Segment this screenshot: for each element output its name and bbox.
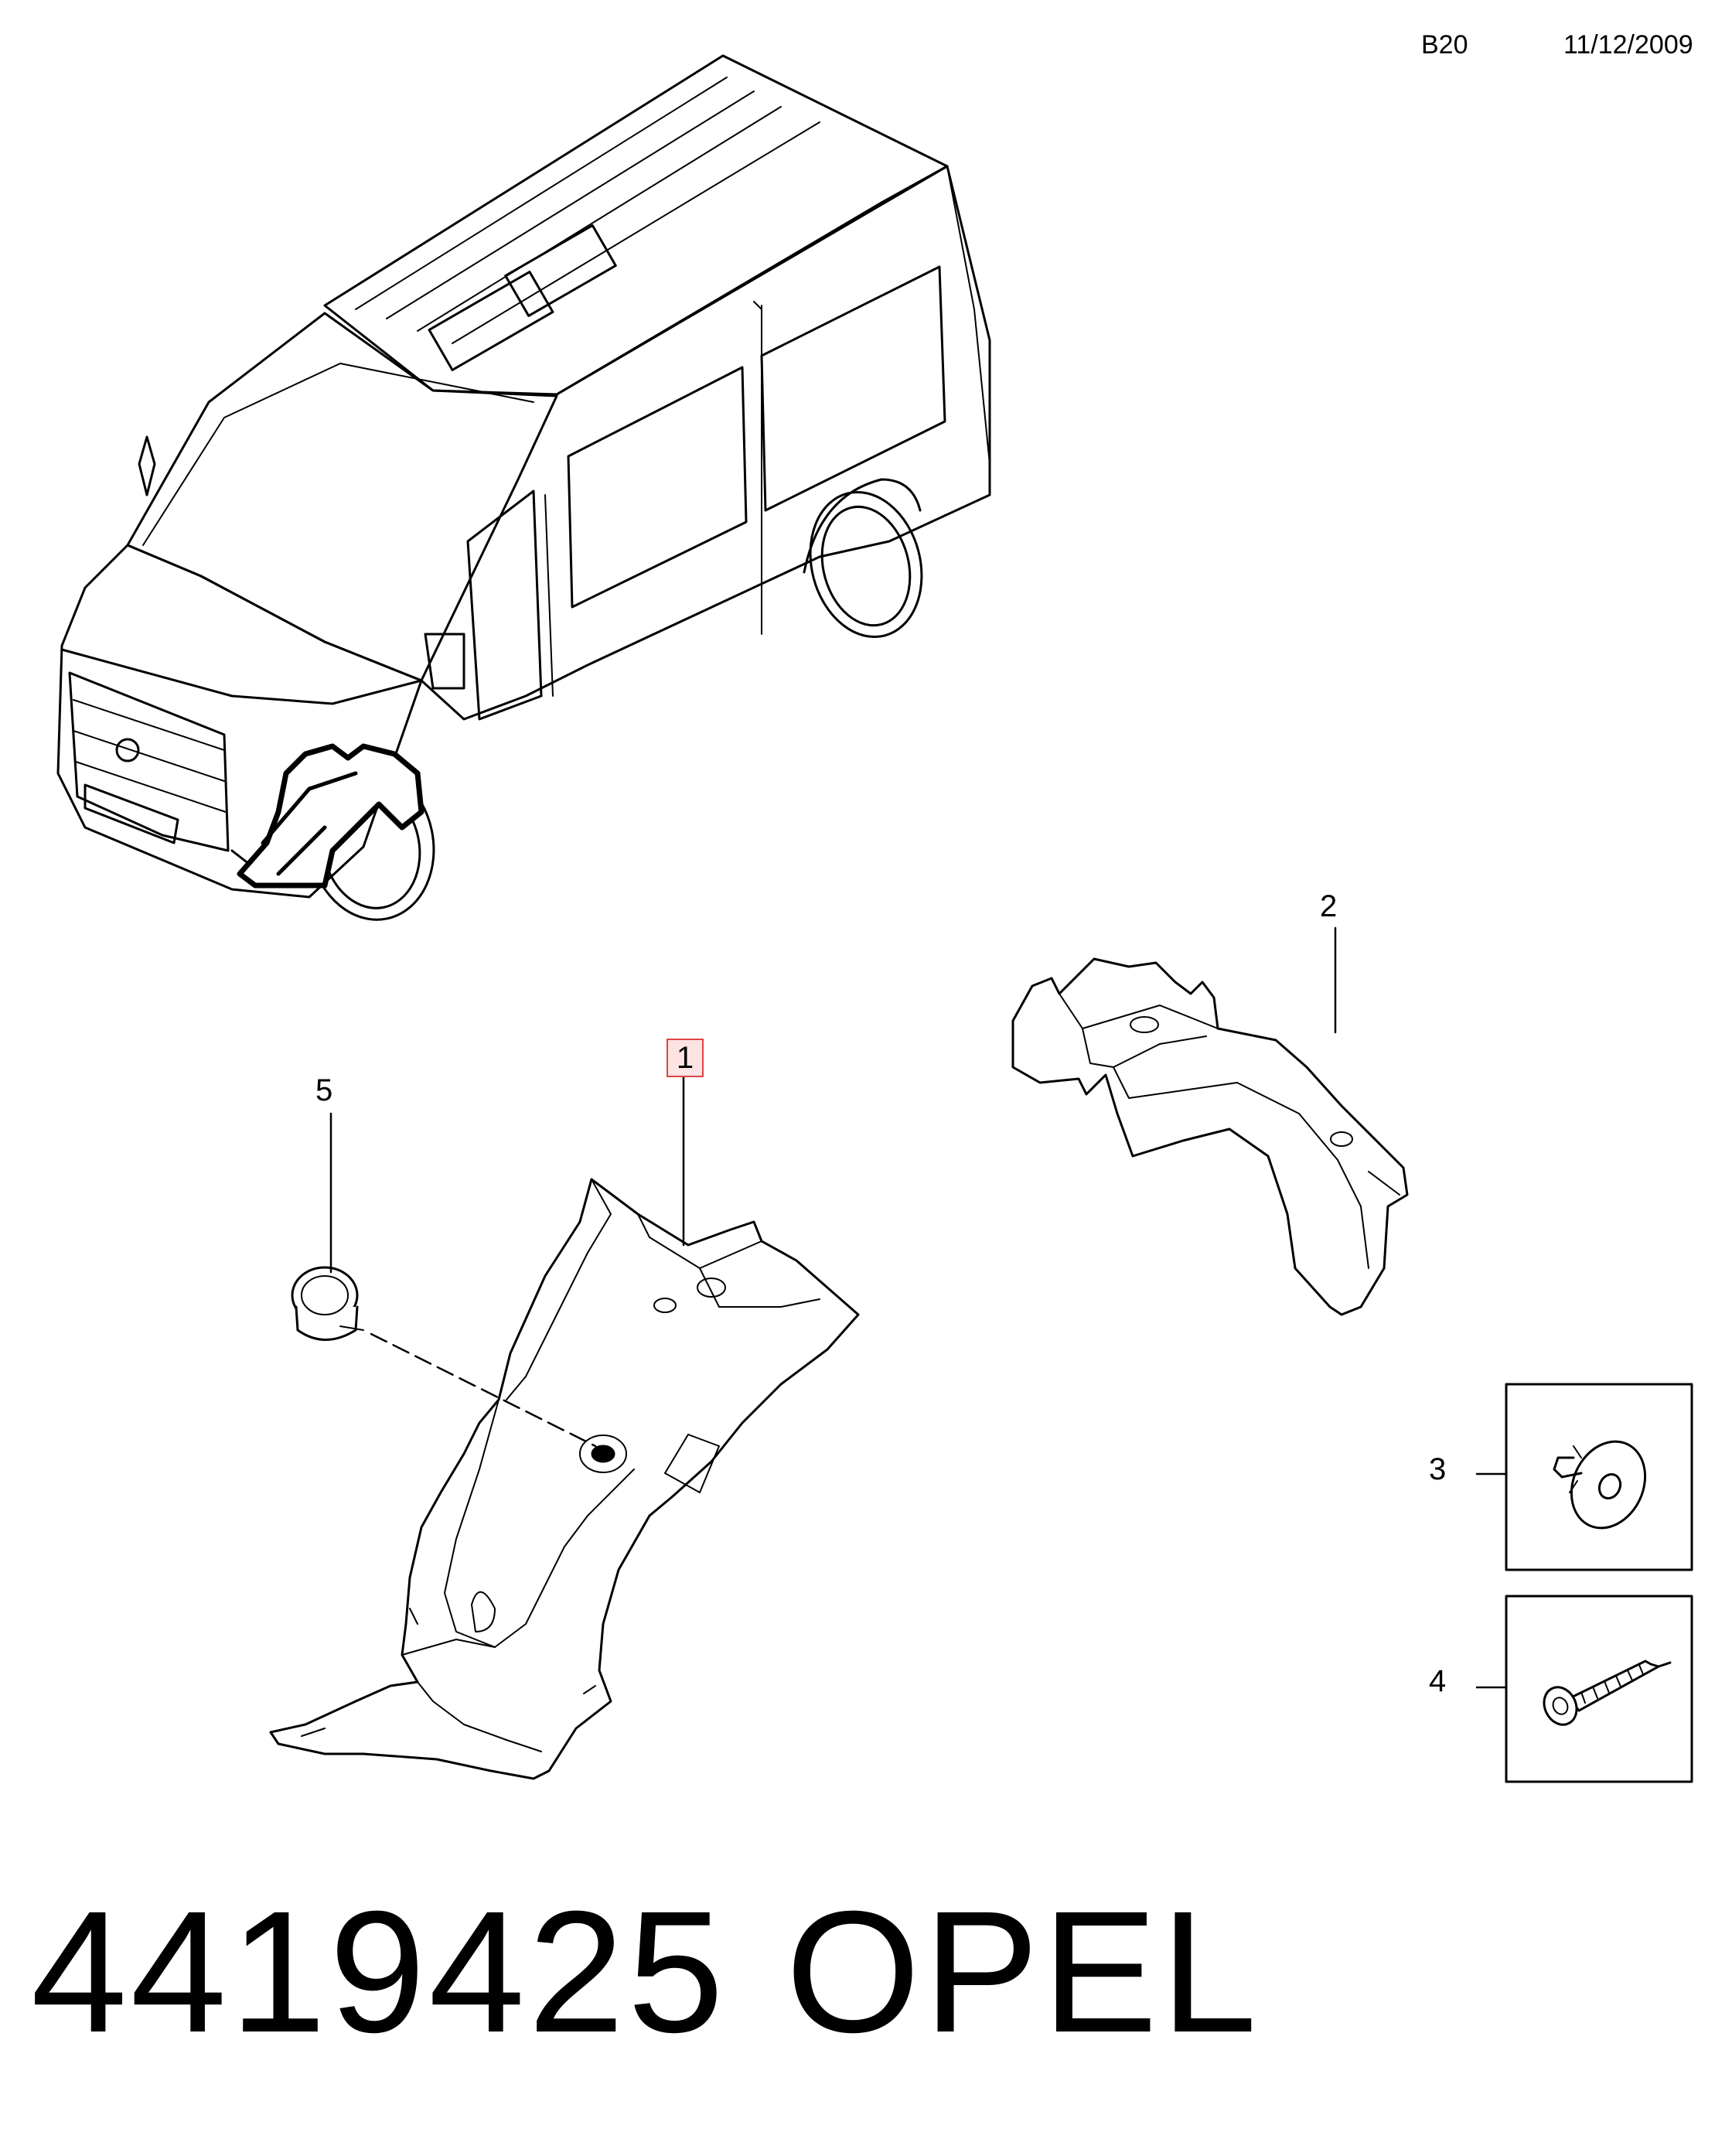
callout-1[interactable]: 1 [667,1039,704,1077]
part-5-illustration [291,1266,364,1341]
leader-lines [329,926,1508,1689]
part-4-box [1505,1595,1693,1783]
dashed-assembly-line [370,1332,597,1448]
callout-5[interactable]: 5 [315,1073,333,1107]
callout-4[interactable]: 4 [1429,1664,1447,1698]
part-1-illustration [269,1178,860,1780]
callout-3[interactable]: 3 [1429,1452,1447,1486]
diagram-date: 11/12/2009 [1563,30,1693,60]
part-2-illustration [1011,957,1409,1316]
callout-2[interactable]: 2 [1320,889,1338,923]
part-3-box [1505,1383,1693,1571]
part-number: 4419425 [31,1875,728,2069]
van-illustration [56,54,991,921]
brand-name: OPEL [786,1875,1260,2069]
diagram-code: B20 [1421,30,1468,60]
